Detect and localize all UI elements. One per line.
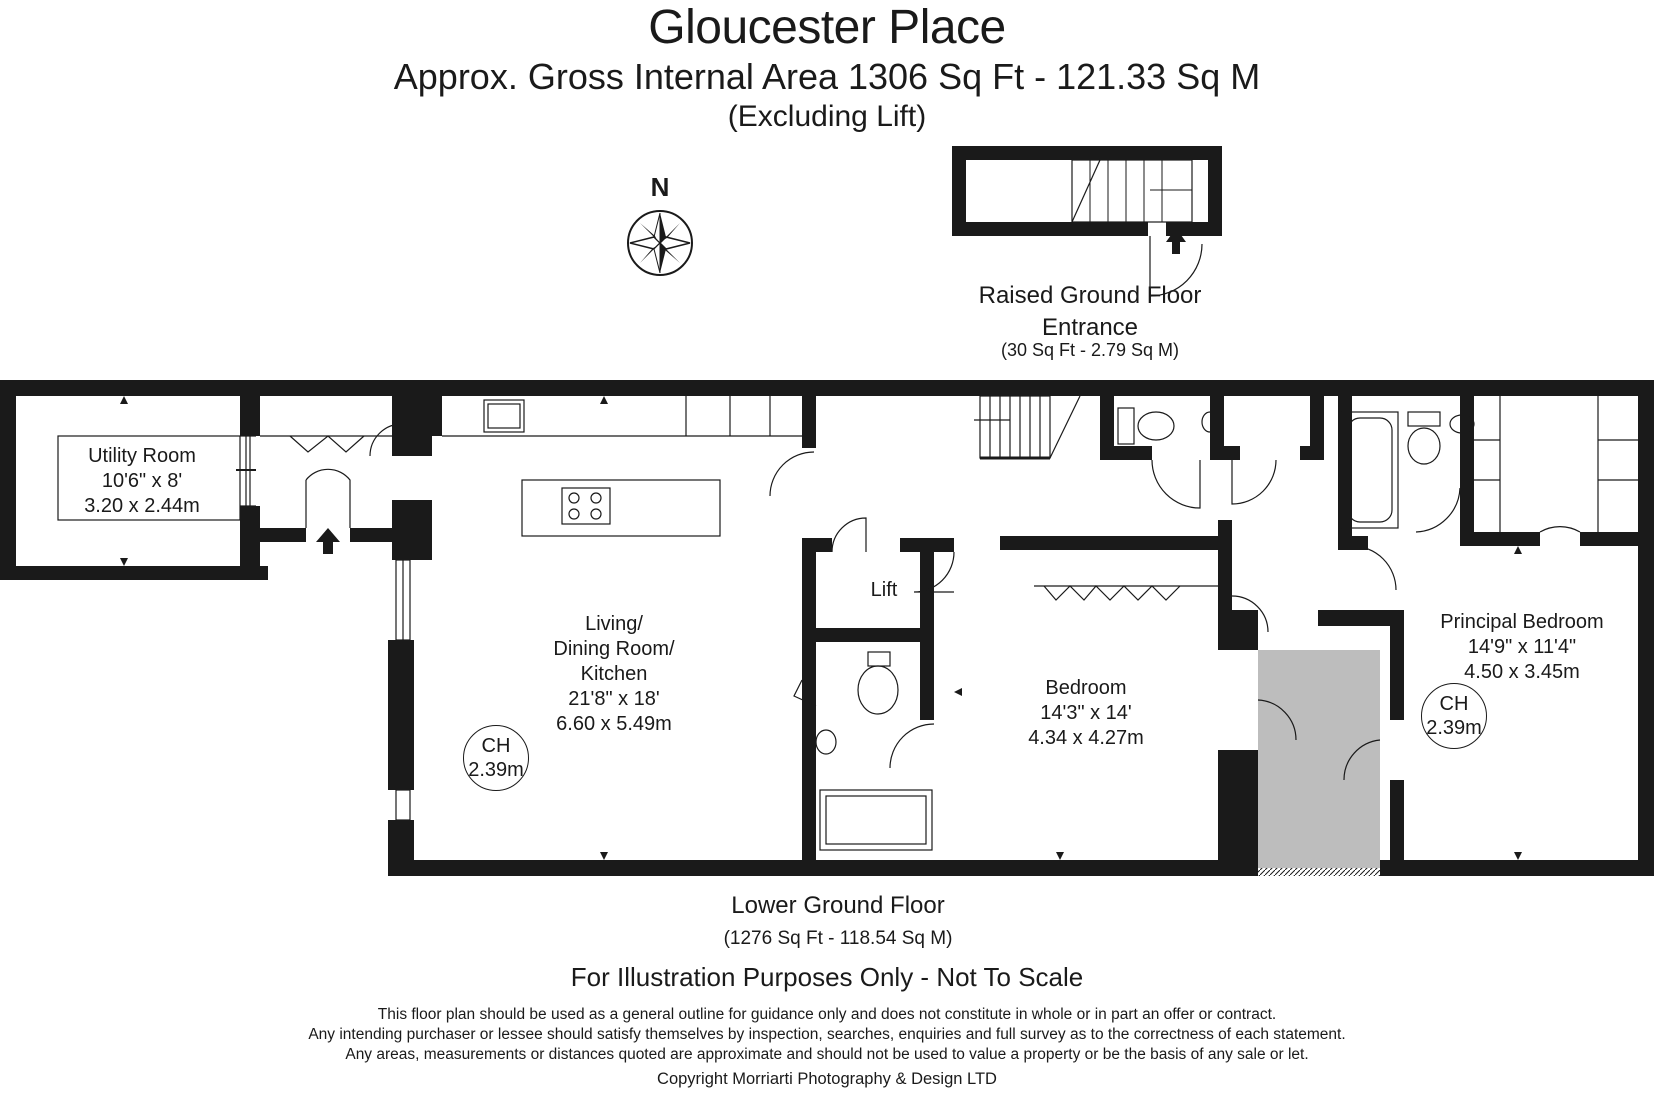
entrance-arrow-icon (1166, 228, 1186, 254)
copyright: Copyright Morriarti Photography & Design… (657, 1070, 997, 1088)
ch-label: CH (1439, 693, 1469, 715)
lift-name: Lift (870, 579, 898, 601)
utility-room-metric: 3.20 x 2.44m (84, 495, 200, 517)
shaded-doors (1257, 699, 1381, 781)
living-windows (395, 559, 411, 821)
entrance-plan (952, 146, 1222, 297)
disclaimer-line-3: Any areas, measurements or distances quo… (345, 1046, 1309, 1063)
bedroom-wardrobe (1034, 585, 1269, 633)
bedroom-name: Bedroom (1045, 677, 1127, 699)
ch-label: CH (481, 735, 511, 757)
compass-north-label: N (650, 172, 670, 202)
principal-bedroom-imperial: 14'9" x 11'4" (1467, 636, 1577, 658)
lower-ground-walls (0, 380, 1654, 876)
utility-room-imperial: 10'6" x 8' (101, 470, 183, 492)
plan-title: Gloucester Place (648, 1, 1006, 54)
ceiling-height-badge-living: CH 2.39m (463, 725, 529, 791)
entrance-area: (30 Sq Ft - 2.79 Sq M) (1000, 340, 1180, 360)
excluding-note: (Excluding Lift) (727, 100, 927, 133)
utility-room-label: Utility Room 10'6" x 8' 3.20 x 2.44m (84, 444, 200, 519)
ch-value: 2.39m (468, 759, 524, 781)
bedroom-imperial: 14'3" x 14' (1040, 702, 1132, 724)
ceiling-height-badge-principal: CH 2.39m (1421, 683, 1487, 749)
lift-label: Lift (871, 578, 898, 603)
entrance-label: Raised Ground Floor Entrance (979, 280, 1202, 344)
entrance-name-line1: Raised Ground Floor (978, 282, 1202, 309)
bedroom-metric: 4.34 x 4.27m (1028, 727, 1144, 749)
shaded-storage-hatch (1258, 868, 1380, 876)
corridor-doors (260, 423, 403, 528)
bedroom-label: Bedroom 14'3" x 14' 4.34 x 4.27m (1028, 676, 1144, 751)
living-room-label: Living/ Dining Room/ Kitchen 21'8" x 18'… (553, 612, 674, 737)
disclaimer-line-1: This floor plan should be used as a gene… (377, 1006, 1277, 1023)
main-stairs (974, 395, 1081, 460)
ch-value: 2.39m (1426, 717, 1482, 739)
principal-bedroom-metric: 4.50 x 3.45m (1464, 661, 1580, 683)
illustration-note: For Illustration Purposes Only - Not To … (570, 962, 1084, 992)
entrance-name-line2: Entrance (1041, 314, 1139, 341)
shaded-storage-area (1258, 650, 1380, 870)
disclaimer-line-2: Any intending purchaser or lessee should… (308, 1026, 1346, 1043)
utility-room-name: Utility Room (88, 445, 196, 467)
living-room-line3: Kitchen (580, 663, 648, 685)
living-room-line2: Dining Room/ (553, 638, 675, 660)
floor-name: Lower Ground Floor (731, 892, 945, 919)
bathroom-fixtures (793, 396, 1638, 851)
utility-details (57, 435, 256, 521)
principal-bedroom-label: Principal Bedroom 14'9" x 11'4" 4.50 x 3… (1440, 610, 1603, 685)
principal-bedroom-name: Principal Bedroom (1440, 611, 1604, 633)
lift-doors (831, 517, 955, 593)
compass-rose-icon (627, 210, 693, 276)
total-area: Approx. Gross Internal Area 1306 Sq Ft -… (393, 56, 1261, 97)
living-room-line1: Living/ (585, 613, 643, 635)
kitchen-details (442, 396, 815, 537)
living-room-imperial: 21'8" x 18' (568, 688, 660, 710)
dimension-markers (120, 396, 1522, 860)
floor-area: (1276 Sq Ft - 118.54 Sq M) (723, 928, 953, 949)
living-room-metric: 6.60 x 5.49m (556, 713, 672, 735)
corridor-arrow-icon (316, 528, 340, 554)
